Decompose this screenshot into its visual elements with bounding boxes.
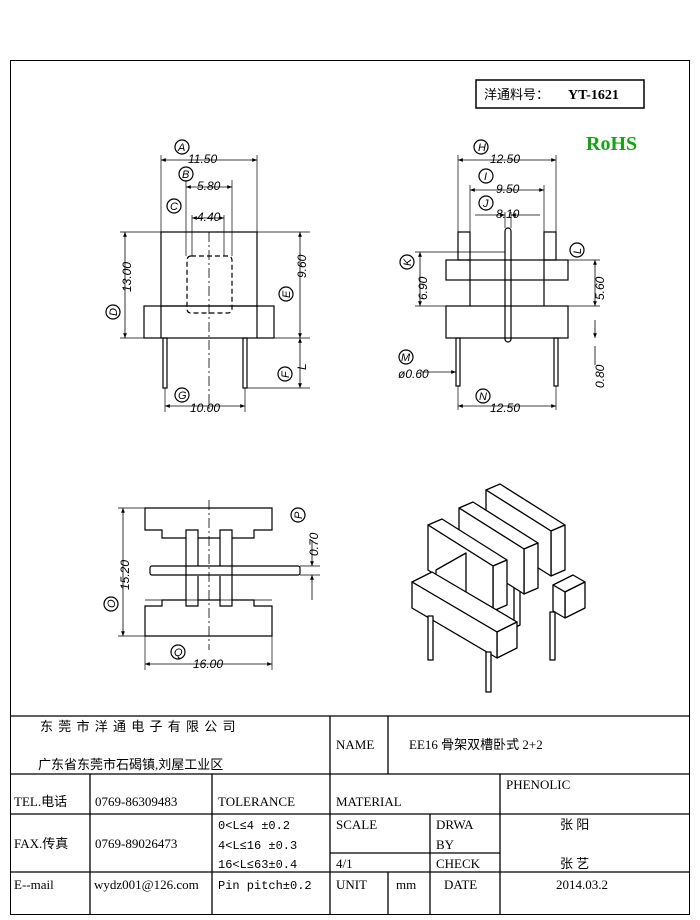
- callout-o: O: [106, 599, 118, 608]
- email-label: E--mail: [14, 877, 54, 892]
- unit-value: mm: [396, 877, 416, 892]
- callout-h: H: [478, 142, 486, 154]
- check-value: 张 艺: [560, 856, 589, 871]
- tolerance-row: 4<L≤16 ±0.3: [218, 839, 297, 853]
- dim-g: 10.00: [190, 401, 220, 415]
- drawing-frame: [10, 60, 690, 915]
- fax-label: FAX.传真: [14, 836, 68, 851]
- dim-k: 6.90: [416, 276, 430, 300]
- dim-f: L: [295, 363, 309, 370]
- title-block-text: 东 莞 市 洋 通 电 子 有 限 公 司 广东省东莞市石碣镇,刘屋工业区 NA…: [14, 719, 608, 893]
- part-number-box: 洋通料号： YT-1621: [475, 79, 645, 109]
- dim-m2: 0.80: [593, 364, 607, 388]
- dim-p: 0.70: [307, 532, 321, 556]
- front-view: [105, 139, 310, 412]
- callout-i: I: [484, 171, 487, 183]
- date-value: 2014.03.2: [556, 877, 608, 892]
- material-label: MATERIAL: [336, 794, 402, 809]
- callout-d: D: [108, 308, 120, 316]
- side-view: [398, 139, 600, 410]
- dim-a: 11.50: [188, 152, 217, 166]
- tel-label: TEL.电话: [14, 794, 67, 809]
- date-label: DATE: [444, 877, 477, 892]
- dim-b: 5.80: [197, 179, 221, 193]
- callout-p: P: [293, 511, 305, 519]
- callout-f: F: [280, 370, 292, 378]
- name-label: NAME: [336, 737, 374, 752]
- callout-n: N: [479, 391, 487, 403]
- material-value: PHENOLIC: [506, 777, 570, 792]
- dim-h: 12.50: [490, 152, 520, 166]
- callout-l: L: [572, 248, 584, 254]
- callout-m: M: [401, 352, 411, 364]
- dim-j: 8.10: [496, 207, 520, 221]
- dim-i: 9.50: [496, 182, 520, 196]
- tolerance-row: 16<L≤63±0.4: [218, 858, 297, 872]
- dim-l: 5.60: [593, 276, 607, 300]
- tolerance-row: 0<L≤4 ±0.2: [218, 819, 290, 833]
- part-number-label: 洋通料号：: [484, 87, 549, 102]
- callout-b: B: [182, 169, 189, 181]
- company-address: 广东省东莞市石碣镇,刘屋工业区: [38, 757, 223, 772]
- company-name: 东 莞 市 洋 通 电 子 有 限 公 司: [40, 719, 237, 734]
- scale-label: SCALE: [336, 817, 377, 832]
- dim-m: ø0.60: [398, 367, 429, 381]
- dim-e: 9.60: [295, 254, 309, 278]
- dim-q: 16.00: [193, 657, 223, 671]
- tel-value: 0769-86309483: [95, 794, 177, 809]
- side-view-labels: 12.50 9.50 8.10 6.90 5.60 ø0.60 0.80 12.…: [398, 142, 607, 415]
- dim-o: 15.20: [118, 560, 132, 590]
- isometric-view: [411, 483, 586, 693]
- rohs-label: RoHS: [586, 133, 637, 155]
- tolerance-label: TOLERANCE: [218, 794, 295, 809]
- dim-n: 12.50: [490, 401, 520, 415]
- unit-label: UNIT: [336, 877, 367, 892]
- callout-j: J: [482, 198, 489, 210]
- callout-c: C: [170, 201, 178, 213]
- title-block: [10, 715, 690, 915]
- fax-value: 0769-89026473: [95, 836, 177, 851]
- part-number-value: YT-1621: [568, 88, 619, 103]
- top-view: [103, 500, 320, 670]
- top-view-labels: 0.70 15.20 16.00 P O Q: [106, 511, 321, 671]
- callout-q: Q: [174, 647, 183, 659]
- callout-e: E: [281, 290, 293, 298]
- drawn-label: DRWA: [436, 817, 474, 832]
- drawn-label-by: BY: [436, 837, 455, 852]
- callout-a: A: [177, 142, 185, 154]
- callout-g: G: [178, 390, 187, 402]
- email-value: wydz001@126.com: [94, 877, 199, 892]
- dim-d: 13.00: [120, 262, 134, 292]
- tolerance-row: Pin pitch±0.2: [218, 879, 312, 893]
- scale-value: 4/1: [336, 856, 353, 871]
- drawn-value: 张 阳: [560, 817, 589, 832]
- check-label: CHECK: [436, 856, 481, 871]
- name-value: EE16 骨架双槽卧式 2+2: [409, 737, 543, 752]
- dim-c: 4.40: [197, 210, 221, 224]
- callout-k: K: [402, 258, 414, 266]
- front-view-labels: 11.50 5.80 4.40 13.00 9.60 L 10.00 A B C…: [108, 142, 309, 415]
